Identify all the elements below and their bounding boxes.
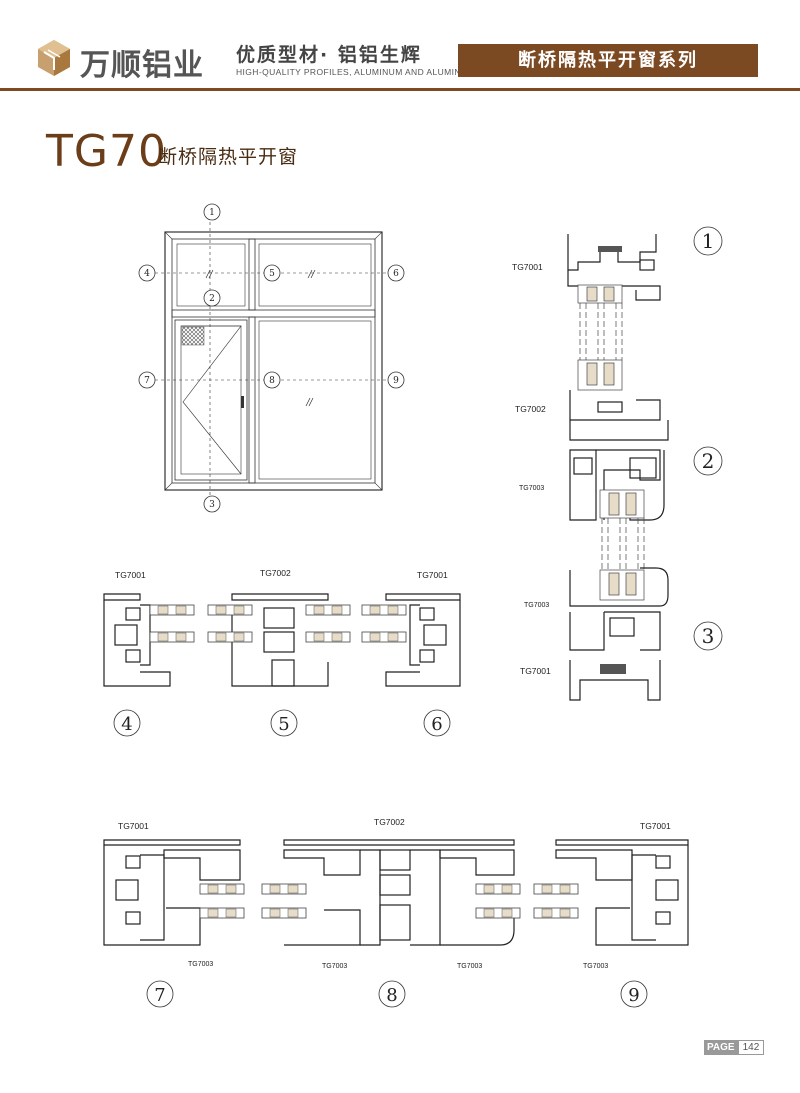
label-tg7002-right: TG7002 [515,404,546,414]
svg-text:2: 2 [209,294,215,304]
elevation-markers: 1 2 3 4 5 6 7 8 9 [138,203,405,513]
svg-text:6: 6 [431,714,442,735]
brand-slogan-en: HIGH-QUALITY PROFILES, ALUMINUM AND ALUM… [236,67,475,77]
glass-units-789 [199,883,579,919]
horizontal-sections-456 [103,593,461,687]
page-number-value: 142 [737,1040,765,1055]
label-tg7003-9: TG7003 [583,963,608,970]
label-tg7002-8: TG7002 [374,817,405,827]
marker-4: 4 [138,264,156,282]
label-tg7001-7: TG7001 [118,821,149,831]
svg-text:5: 5 [269,269,275,279]
brand-logo-icon [38,40,70,76]
label-tg7001-9: TG7001 [640,821,671,831]
label-tg7003-8a: TG7003 [322,963,347,970]
svg-text:7: 7 [144,376,150,386]
marker-9: 9 [387,371,405,389]
svg-text:2: 2 [702,449,715,473]
svg-text:4: 4 [121,714,132,735]
svg-text:8: 8 [386,985,397,1006]
glass-units-456 [149,604,407,643]
section-marker-2: 2 [693,446,723,476]
section-marker-8: 8 [378,980,406,1008]
svg-text:1: 1 [702,229,715,253]
section-marker-9: 9 [620,980,648,1008]
model-name: 断桥隔热平开窗 [158,146,299,168]
svg-text:1: 1 [209,208,215,218]
vertical-section [567,234,669,701]
window-elevation [155,222,390,500]
marker-5: 5 [263,264,281,282]
section-marker-7: 7 [146,980,174,1008]
section-marker-1: 1 [693,226,723,256]
label-tg7003-right2: TG7003 [524,602,549,609]
marker-1: 1 [203,203,221,221]
label-tg7001-right: TG7001 [520,666,551,676]
svg-text:5: 5 [278,714,289,735]
section-marker-4: 4 [113,709,141,737]
svg-text:4: 4 [144,269,150,279]
marker-3: 3 [203,495,221,513]
marker-6: 6 [387,264,405,282]
svg-text:6: 6 [393,269,399,279]
svg-text:9: 9 [628,985,639,1006]
marker-7: 7 [138,371,156,389]
model-code: TG70 [46,126,167,177]
page-label: PAGE [704,1040,738,1055]
brand-name: 万顺铝业 [80,48,204,83]
label-tg7001-top: TG7001 [512,262,543,272]
label-tg7001-6: TG7001 [417,570,448,580]
svg-text:7: 7 [154,985,165,1006]
svg-text:3: 3 [702,624,715,648]
horizontal-sections-789 [103,839,689,946]
brand-slogan: 优质型材· 铝铝生辉 [236,44,422,66]
marker-2: 2 [203,289,221,307]
label-tg7003-right1: TG7003 [519,485,544,492]
svg-text:8: 8 [269,376,275,386]
svg-text:9: 9 [393,376,399,386]
page-header: 万顺铝业 优质型材· 铝铝生辉 HIGH-QUALITY PROFILES, A… [0,0,800,95]
section-marker-5: 5 [270,709,298,737]
marker-8: 8 [263,371,281,389]
series-title: 断桥隔热平开窗系列 [458,44,758,77]
label-tg7001-4: TG7001 [115,570,146,580]
section-marker-3: 3 [693,621,723,651]
label-tg7003-8b: TG7003 [457,963,482,970]
label-tg7002-5: TG7002 [260,568,291,578]
section-marker-6: 6 [423,709,451,737]
svg-text:3: 3 [209,500,215,510]
label-tg7003-7: TG7003 [188,961,213,968]
header-divider [0,88,800,91]
